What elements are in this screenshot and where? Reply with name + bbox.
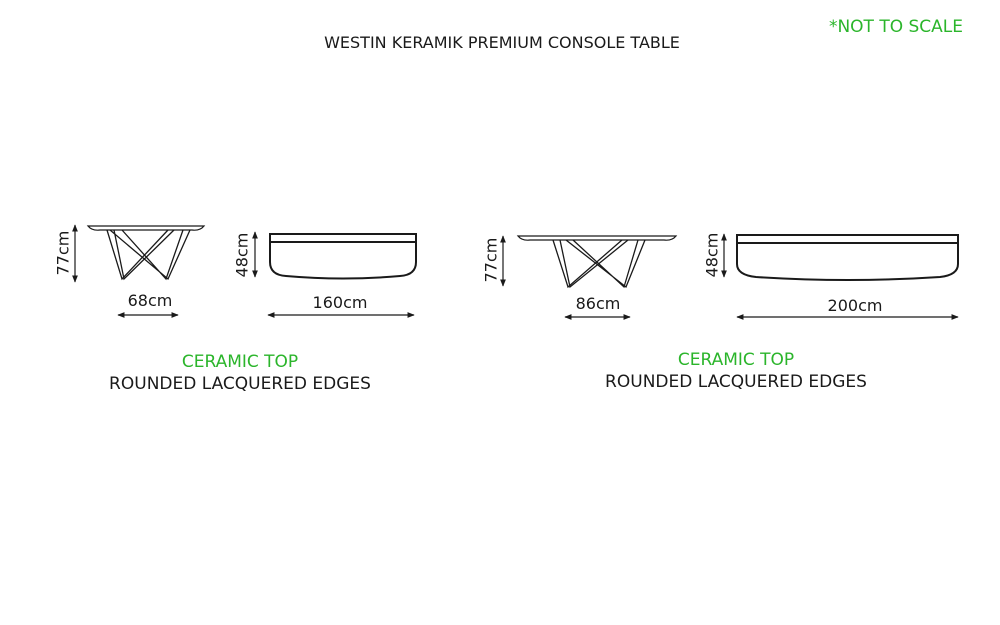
side-height-label-1: 77cm <box>53 230 73 276</box>
material-label-1: CERAMIC TOP <box>181 352 299 372</box>
edges-label-2: ROUNDED LACQUERED EDGES <box>605 372 867 392</box>
front-view-1 <box>252 231 417 318</box>
material-label-2: CERAMIC TOP <box>677 350 795 370</box>
front-height-label-1: 48cm <box>232 232 252 278</box>
side-view-1 <box>72 224 206 318</box>
side-height-label-2: 77cm <box>481 237 501 283</box>
page-title: WESTIN KERAMIK PREMIUM CONSOLE TABLE <box>324 33 680 52</box>
front-width-label-1: 160cm <box>312 293 368 312</box>
front-height-label-2: 48cm <box>702 232 722 278</box>
edges-label-1: ROUNDED LACQUERED EDGES <box>109 374 371 394</box>
front-width-label-2: 200cm <box>827 296 883 315</box>
front-view-2 <box>721 233 959 320</box>
side-depth-label-2: 86cm <box>575 294 621 313</box>
side-depth-label-1: 68cm <box>127 291 173 310</box>
scale-note: *NOT TO SCALE <box>828 17 963 37</box>
side-view-2 <box>500 235 678 320</box>
